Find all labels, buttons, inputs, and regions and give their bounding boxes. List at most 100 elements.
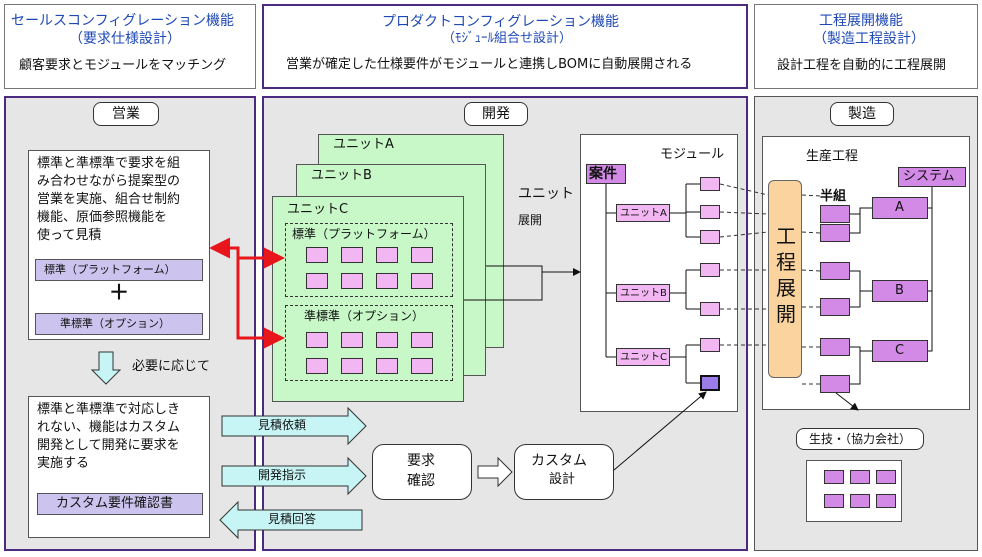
module-unit-b-box: ユニットB <box>616 284 670 302</box>
module-square <box>341 332 363 348</box>
sales-proposal-line: 機能、原価参照機能を <box>37 210 168 225</box>
custom-design-connector <box>613 391 707 471</box>
module-square <box>411 273 433 289</box>
dev-label: 開発 <box>464 102 528 126</box>
red-connector-arrow <box>209 237 285 349</box>
module-tree-lines <box>605 183 700 384</box>
process-c-box: C <box>872 340 928 362</box>
process-expansion-box: 工 程 展 開 <box>768 180 802 378</box>
module-square <box>306 273 328 289</box>
module-label: モジュール <box>660 147 725 162</box>
module-unit-a-label: ユニットA <box>620 208 667 219</box>
unit-expand-label-1: ユニット <box>518 186 574 202</box>
sales-standard-label: 標準（プラットフォーム） <box>44 263 176 276</box>
module-square <box>411 358 433 374</box>
partner-module <box>824 494 844 508</box>
process-expand-char: 工 <box>776 224 796 248</box>
module-square <box>411 332 433 348</box>
unit-c-label: ユニットC <box>287 202 349 217</box>
module-leaf <box>700 338 720 352</box>
process-expand-char: 開 <box>776 302 796 326</box>
mfg-label: 製造 <box>830 102 894 126</box>
unit-expansion-connector <box>486 265 581 276</box>
sales-custom-line: 実施する <box>37 456 90 471</box>
partner-module <box>876 494 896 508</box>
process-b-box: B <box>872 280 928 302</box>
custom-module-leaf <box>700 375 720 391</box>
module-square <box>341 273 363 289</box>
requirement-confirm-line1: 要求 <box>407 453 435 469</box>
header-process-desc: 設計工程を自動的に工程展開 <box>777 58 947 73</box>
process-b-label: B <box>895 283 904 298</box>
module-square <box>411 247 433 263</box>
sales-custom-line: 標準と準標準で対応しき <box>37 402 181 417</box>
module-square <box>376 358 398 374</box>
sales-custom-box: 標準と準標準で対応しき れない、機能はカスタム 開発として開発に要求を 実施する… <box>28 396 210 538</box>
to-partner-arrow <box>835 392 859 411</box>
requirement-confirm-box: 要求 確認 <box>372 444 472 500</box>
module-square <box>306 358 328 374</box>
module-leaf <box>700 263 720 277</box>
header-product-subtitle: （ﾓｼﾞｭｰﾙ組合せ設計） <box>442 31 573 46</box>
header-sales-subtitle: （要求仕様設計） <box>69 31 181 47</box>
system-box: システム <box>898 167 966 187</box>
case-box: 案件 <box>586 164 626 184</box>
module-leaf <box>700 302 720 316</box>
production-process-label: 生産工程 <box>806 149 859 164</box>
module-leaf <box>700 177 720 191</box>
unit-expand-label-2: 展開 <box>518 213 543 227</box>
as-needed-down-arrow <box>90 351 122 385</box>
process-expand-char: 程 <box>776 250 796 274</box>
process-a-label: A <box>895 200 904 215</box>
sales-semi-standard-box: 準標準（オプション） <box>35 313 203 335</box>
station-box <box>820 338 850 356</box>
case-label: 案件 <box>589 166 617 182</box>
sales-standard-box: 標準（プラットフォーム） <box>35 259 203 281</box>
process-c-label: C <box>895 343 905 358</box>
sales-proposal-line: 標準と準標準で要求を組 <box>37 156 181 171</box>
plus-sign: ＋ <box>109 280 129 304</box>
req-to-custom-arrow <box>477 456 513 488</box>
module-square <box>306 332 328 348</box>
module-unit-c-label: ユニットC <box>620 352 667 363</box>
process-a-box: A <box>872 197 928 219</box>
module-unit-c-box: ユニットC <box>616 348 670 366</box>
as-needed-label: 必要に応じて <box>132 359 211 374</box>
header-product: プロダクトコンフィグレーション機能 （ﾓｼﾞｭｰﾙ組合せ設計） 営業が確定した仕… <box>262 4 748 89</box>
module-square <box>376 247 398 263</box>
sales-custom-line: 開発として開発に要求を <box>37 438 180 453</box>
unit-standard-group: 標準（プラットフォーム） <box>285 223 453 297</box>
header-process-title: 工程展開機能 <box>819 13 903 29</box>
sales-proposal-line: み合わせながら提案型の <box>37 174 181 189</box>
module-leaf <box>700 205 720 219</box>
mfg-tree-lines <box>850 187 933 385</box>
custom-design-line1: カスタム <box>531 453 587 469</box>
quote-request-label: 見積依頼 <box>258 418 307 432</box>
process-expand-char: 展 <box>776 276 796 300</box>
unit-a-label: ユニットA <box>333 137 394 152</box>
station-box <box>820 298 850 316</box>
module-leaf <box>700 230 720 244</box>
station-box <box>820 205 850 223</box>
sales-proposal-line: 営業を実施、組合せ制約 <box>37 192 181 207</box>
dev-instruction-arrow <box>221 456 367 496</box>
station-box <box>820 375 850 393</box>
unit-standard-label: 標準（プラットフォーム） <box>292 227 436 241</box>
header-process-subtitle: （製造工程設計） <box>813 31 925 47</box>
custom-design-box: カスタム 設計 <box>514 444 614 500</box>
module-square <box>341 247 363 263</box>
system-label: システム <box>903 169 955 184</box>
requirement-confirm-line2: 確認 <box>407 473 435 489</box>
custom-design-line2: 設計 <box>549 472 576 487</box>
partner-module <box>850 470 870 484</box>
unit-semi-standard-group: 準標準（オプション） <box>285 305 453 381</box>
module-square <box>306 247 328 263</box>
module-square <box>376 273 398 289</box>
partner-label: 生技・（協力会社） <box>796 428 924 450</box>
header-product-desc: 営業が確定した仕様要件がモジュールと連携しBOMに自動展開される <box>286 57 693 72</box>
dev-instruction-label: 開発指示 <box>258 468 307 482</box>
sales-proposal-line: 使って見積 <box>37 228 102 243</box>
partner-module <box>824 470 844 484</box>
custom-requirements-doc: カスタム要件確認書 <box>37 493 203 515</box>
module-unit-a-box: ユニットA <box>616 204 670 222</box>
